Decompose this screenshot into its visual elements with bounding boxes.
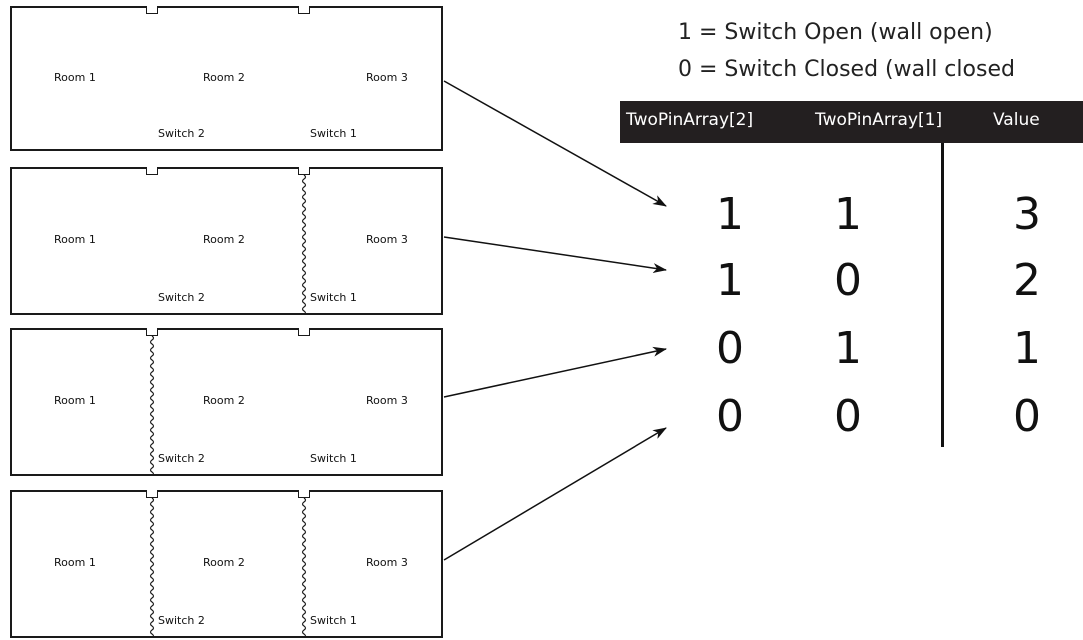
header-twopinarray-2: TwoPinArray[2]	[626, 110, 754, 130]
cell-r0-c2: 3	[1013, 189, 1041, 240]
switch-2-label: Switch 2	[158, 127, 205, 140]
legend-closed: 0 = Switch Closed (wall closed	[678, 57, 1015, 82]
room-3-label: Room 3	[366, 233, 408, 246]
switch-1-wall	[301, 174, 307, 317]
switch-2-label: Switch 2	[158, 614, 205, 627]
room-2-label: Room 2	[203, 70, 245, 84]
switch-1-wall	[301, 497, 307, 640]
cell-r2-c2: 1	[1013, 323, 1041, 374]
header-value: Value	[993, 110, 1040, 130]
cell-r3-c0: 0	[716, 391, 744, 442]
switch-1-notch	[298, 167, 310, 175]
cell-r3-c2: 0	[1013, 391, 1041, 442]
cell-r0-c1: 1	[834, 189, 862, 240]
switch-1-label: Switch 1	[310, 127, 357, 140]
room-panel: Room 1 Room 2 Room 3 Switch 2 Switch 1	[10, 490, 443, 640]
room-1-label: Room 1	[54, 556, 96, 569]
switch-2-notch	[146, 328, 158, 336]
table-header	[620, 101, 1083, 143]
arrow-4	[443, 427, 667, 561]
switch-1-label: Switch 1	[310, 452, 357, 465]
switch-2-notch	[146, 6, 158, 14]
switch-1-notch	[298, 490, 310, 498]
switch-1-notch	[298, 328, 310, 336]
legend-open: 1 = Switch Open (wall open)	[678, 20, 993, 45]
room-3-label: Room 3	[366, 70, 408, 84]
room-2-label: Room 2	[203, 394, 245, 407]
arrow-2	[443, 236, 667, 274]
room-panel: Room 1 Room 2 Room 3 Switch 2 Switch 1	[10, 167, 443, 317]
cell-r1-c1: 0	[834, 255, 862, 306]
room-1-label: Room 1	[54, 70, 96, 84]
cell-r2-c0: 0	[716, 323, 744, 374]
cell-r2-c1: 1	[834, 323, 862, 374]
room-panel: Room 1 Room 2 Room 3 Switch 2 Switch 1	[10, 328, 443, 478]
cell-r1-c0: 1	[716, 255, 744, 306]
switch-2-label: Switch 2	[158, 452, 205, 465]
room-3-label: Room 3	[366, 556, 408, 569]
switch-2-wall	[149, 497, 155, 640]
room-3-label: Room 3	[366, 394, 408, 407]
cell-r3-c1: 0	[834, 391, 862, 442]
switch-2-notch	[146, 167, 158, 175]
cell-r1-c2: 2	[1013, 255, 1041, 306]
room-2-label: Room 2	[203, 556, 245, 569]
switch-2-notch	[146, 490, 158, 498]
switch-2-label: Switch 2	[158, 291, 205, 304]
room-2-label: Room 2	[203, 233, 245, 246]
switch-1-label: Switch 1	[310, 614, 357, 627]
room-panel: Room 1 Room 2 Room 3 Switch 2 Switch 1	[10, 6, 443, 151]
room-1-label: Room 1	[54, 233, 96, 246]
arrow-3	[443, 346, 667, 398]
arrow-1	[443, 80, 667, 207]
cell-r0-c0: 1	[716, 189, 744, 240]
room-1-label: Room 1	[54, 394, 96, 407]
table-divider	[941, 143, 944, 447]
switch-1-notch	[298, 6, 310, 14]
switch-1-label: Switch 1	[310, 291, 357, 304]
switch-2-wall	[149, 335, 155, 478]
header-twopinarray-1: TwoPinArray[1]	[815, 110, 943, 130]
